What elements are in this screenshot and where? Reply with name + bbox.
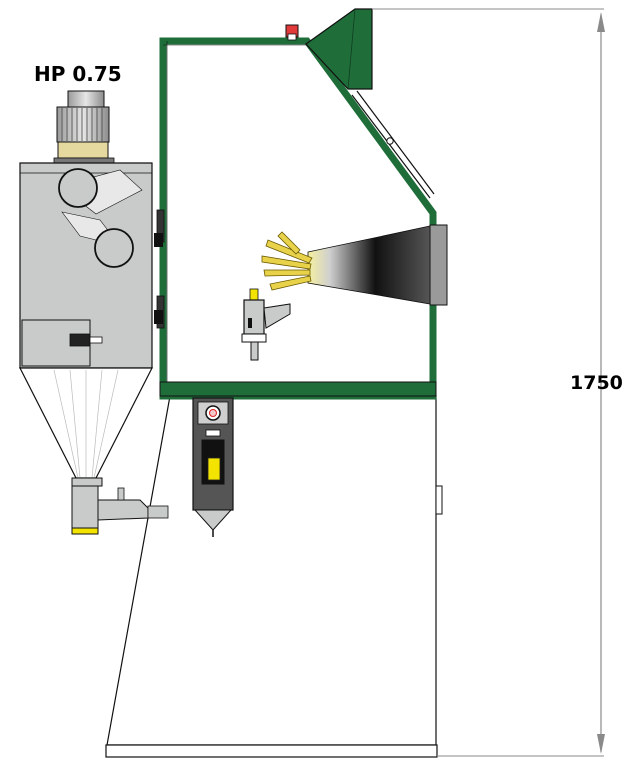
outlet-duct [94,228,134,268]
air-filter-regulator-icon [192,397,234,537]
blast-gun-icon [241,288,291,361]
cabinet-base-plate [105,744,438,758]
glove-icon [261,224,448,306]
window-bar [351,94,431,199]
cabinet-height-label: 1750 [570,372,623,394]
green-floor-rail [159,381,437,397]
cabinet-upper-box [154,37,437,400]
hopper-valve [71,485,99,529]
motor-power-label: HP 0.75 [34,62,122,86]
hopper-outlet [71,527,99,535]
cabinet-stand [105,395,443,758]
door-hinge [435,485,443,515]
electric-motor-icon [53,90,115,165]
window-latch [386,137,394,145]
inlet-duct [58,168,98,208]
height-dimension [372,8,605,757]
lamp-hood [285,8,373,90]
dust-collector [19,162,169,535]
